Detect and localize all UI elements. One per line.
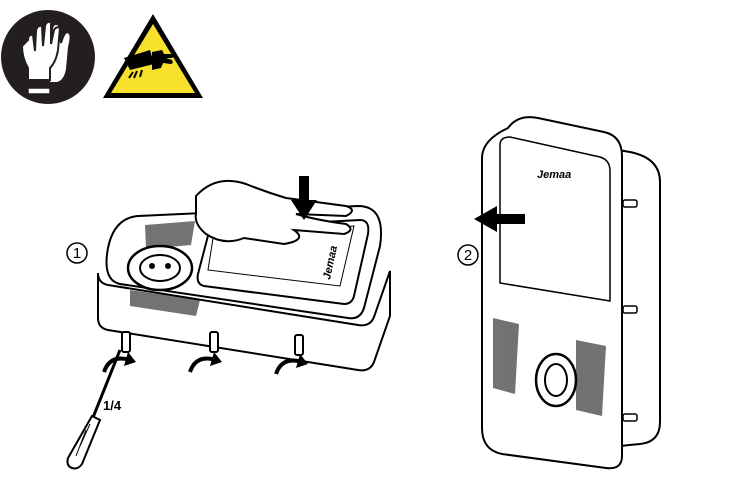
screw-fraction-label: 1/4 <box>103 398 122 413</box>
step-2-badge: 2 <box>457 244 479 266</box>
charging-socket <box>534 352 578 408</box>
step-2-illustration: Jemaa 2 <box>457 116 661 470</box>
device-logo-step2: Jemaa <box>537 169 571 181</box>
step-1-illustration: Jemaa <box>66 176 391 470</box>
fixing-screws <box>121 331 304 356</box>
step-1-badge: 1 <box>66 242 88 264</box>
protective-gloves-icon <box>1 10 95 104</box>
pull-out-arrow-icon <box>474 206 525 232</box>
step-1-number: 1 <box>73 245 81 262</box>
press-down-arrow-icon <box>291 176 317 220</box>
step-2-number: 2 <box>464 247 472 264</box>
ventilation-grille <box>493 318 606 416</box>
ventilation-grille <box>130 221 200 316</box>
screwdriver-icon <box>66 349 122 470</box>
hand-illustration <box>194 180 353 246</box>
charging-socket <box>126 244 194 292</box>
housing-pins <box>622 199 638 422</box>
sharp-element-hazard-icon <box>103 14 203 98</box>
